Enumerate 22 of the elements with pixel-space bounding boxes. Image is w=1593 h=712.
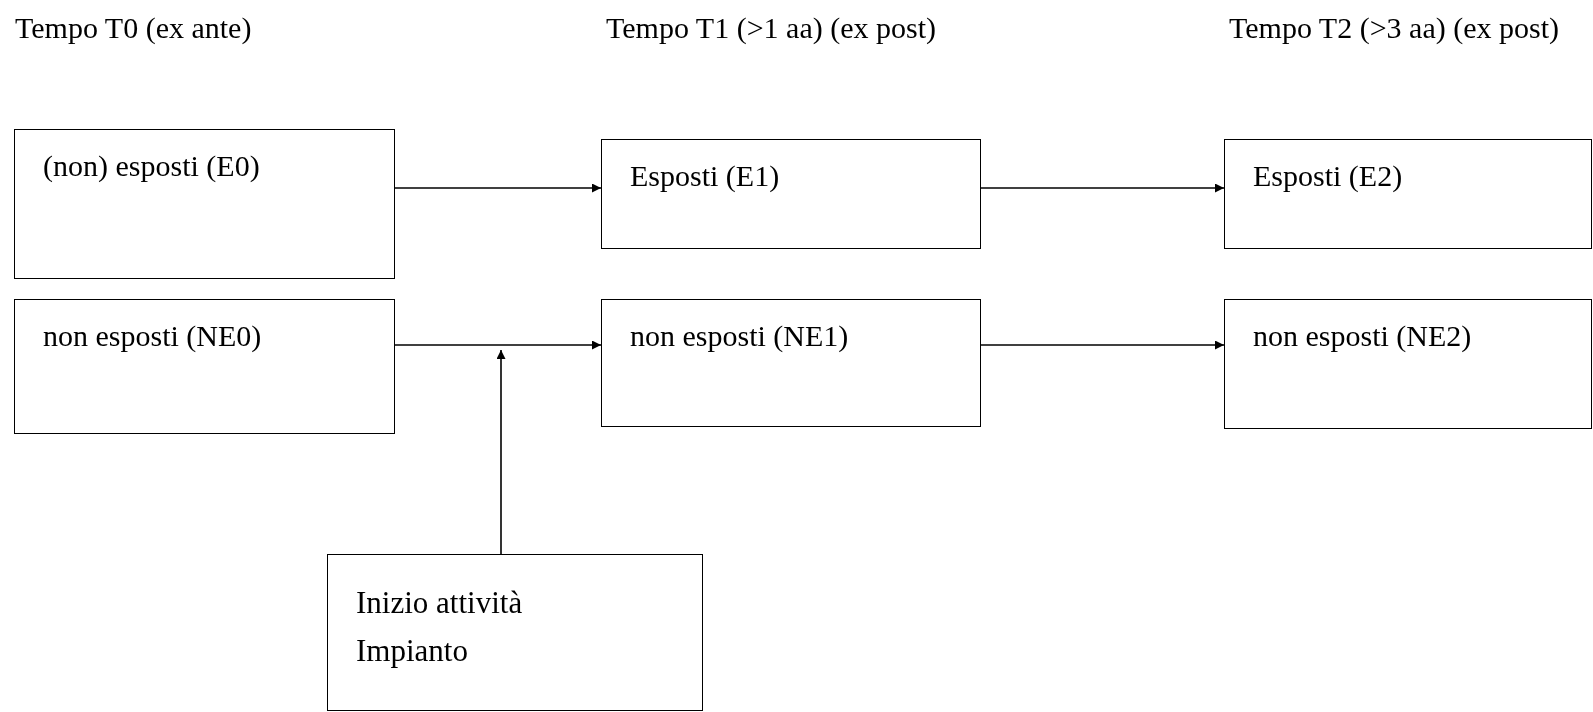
box-text: Esposti (E2): [1253, 158, 1404, 194]
process-box: [601, 299, 981, 427]
process-box: [601, 139, 981, 249]
box-text: Esposti (E1): [630, 158, 781, 194]
arrow: [496, 349, 506, 555]
box-text: non esposti (NE2): [1253, 318, 1473, 354]
arrow: [980, 183, 1225, 193]
process-box: [14, 129, 395, 279]
column-heading: Tempo T1 (>1 aa) (ex post): [606, 10, 936, 46]
column-heading: Tempo T0 (ex ante): [15, 10, 253, 46]
arrow: [980, 340, 1225, 350]
process-box: [14, 299, 395, 434]
process-box: [1224, 299, 1592, 429]
arrow: [394, 183, 602, 193]
box-text: Inizio attività Impianto: [356, 584, 524, 670]
column-heading: Tempo T2 (>3 aa) (ex post): [1229, 10, 1559, 46]
box-text: non esposti (NE1): [630, 318, 850, 354]
arrow: [394, 340, 602, 350]
process-box: [327, 554, 703, 711]
box-text: non esposti (NE0): [43, 318, 263, 354]
box-text: (non) esposti (E0): [43, 148, 261, 184]
process-box: [1224, 139, 1592, 249]
